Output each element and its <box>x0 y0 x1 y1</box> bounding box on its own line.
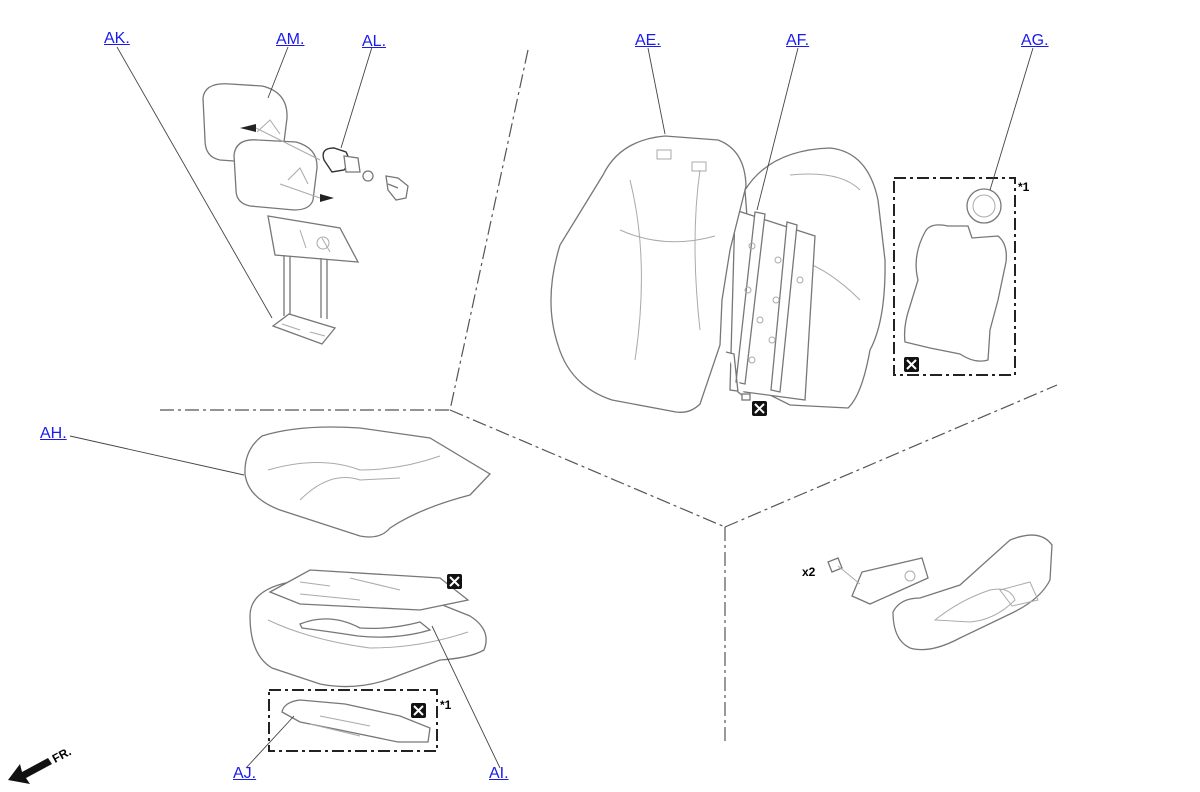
callout-aj[interactable]: AJ. <box>233 765 257 782</box>
seat-cushion-pad <box>249 569 487 688</box>
callout-ae[interactable]: AE. <box>635 32 661 49</box>
footnote-marker-lower: *1 <box>440 698 452 712</box>
callout-ak[interactable]: AK. <box>104 30 130 47</box>
callout-am[interactable]: AM. <box>276 31 305 48</box>
footnote-marker-upper: *1 <box>1018 180 1030 194</box>
leader-lines <box>69 46 1034 769</box>
callout-ai[interactable]: AI. <box>489 765 509 782</box>
seatback-board-group <box>893 177 1016 376</box>
non-reusable-part-icon <box>411 357 919 718</box>
headrest-assembly <box>202 83 409 345</box>
seat-cushion-cover <box>244 426 492 538</box>
quantity-label: x2 <box>802 565 816 579</box>
seatback-assembly <box>550 135 886 413</box>
callout-af[interactable]: AF. <box>786 32 810 49</box>
callout-al[interactable]: AL. <box>362 33 387 50</box>
seat-side-shield <box>827 534 1053 651</box>
section-dividers <box>160 49 1058 745</box>
front-direction-arrow-icon <box>8 758 52 784</box>
callout-ag[interactable]: AG. <box>1021 32 1049 49</box>
callout-ah[interactable]: AH. <box>40 425 67 442</box>
seat-cushion-spring-group <box>268 689 438 752</box>
